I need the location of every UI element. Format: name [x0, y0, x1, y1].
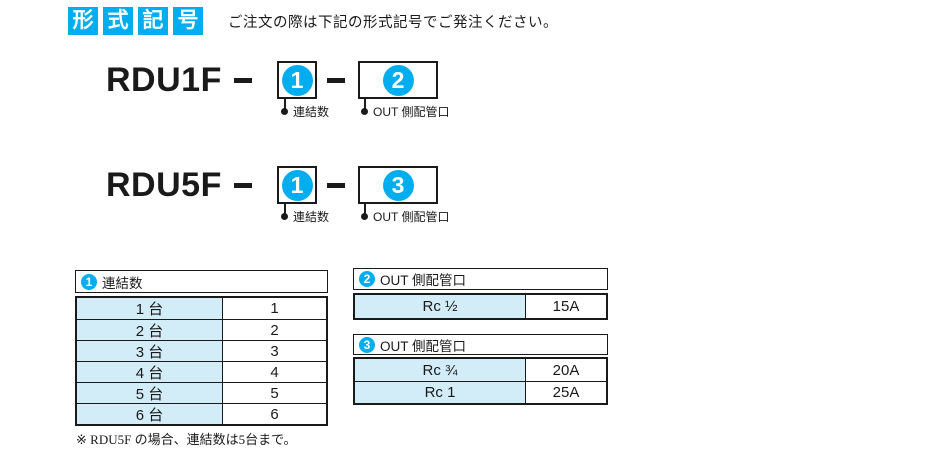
table-number-badge: 2 [359, 271, 375, 287]
table-number-badge: 1 [81, 273, 97, 290]
code-slot-box: 1 [277, 61, 317, 99]
slot-number-badge: 1 [281, 64, 313, 96]
connector-line [364, 99, 366, 109]
badge-char: 記 [138, 7, 168, 35]
size-cell: 25A [552, 384, 580, 401]
table-row: 3 台 3 [77, 340, 326, 361]
table-row: 2 台 2 [77, 319, 326, 340]
model-diagram-rdu5f: RDU5F 1 3 連結数 OUT 側配管口 [0, 164, 930, 236]
dash-separator [234, 78, 252, 83]
size-cell: 15A [552, 298, 580, 315]
badge-char: 形 [68, 7, 98, 35]
table-header-out3: 3 OUT 側配管口 [353, 334, 608, 355]
unit-cell: 6 台 [77, 404, 223, 424]
unit-cell: 1 台 [77, 298, 223, 319]
table-out3: Rc ¾ 20A Rc 1 25A [353, 357, 608, 405]
thread-cell: Rc ½ [355, 295, 526, 318]
table-row: Rc ¾ 20A [355, 359, 606, 381]
unit-cell: 2 台 [77, 320, 223, 340]
table-number-badge: 3 [359, 336, 375, 353]
table-title: OUT 側配管口 [380, 338, 467, 354]
badge-char: 式 [103, 7, 133, 35]
bullet-dot-icon [281, 213, 288, 220]
code-cell: 5 [270, 384, 279, 402]
table-out2: Rc ½ 15A [353, 293, 608, 320]
dash-separator [234, 183, 252, 188]
code-cell: 6 [270, 405, 279, 423]
model-code: RDU1F [106, 61, 222, 99]
connector-line [284, 99, 286, 109]
slot-number-badge: 3 [382, 169, 414, 201]
thread-cell: Rc 1 [355, 382, 526, 403]
connector-line [364, 204, 366, 214]
badge-char: 号 [173, 7, 203, 35]
code-slot-box: 2 [358, 61, 438, 99]
code-cell: 2 [270, 321, 279, 339]
code-cell: 3 [270, 342, 279, 360]
slot-label: OUT 側配管口 [373, 105, 450, 119]
code-slot-box: 1 [277, 166, 317, 204]
code-cell: 1 [270, 300, 279, 317]
table-row: Rc ½ 15A [355, 295, 606, 318]
size-cell: 20A [552, 361, 580, 379]
table-header-out2: 2 OUT 側配管口 [353, 268, 608, 290]
code-cell: 4 [270, 363, 279, 381]
bullet-dot-icon [361, 108, 368, 115]
slot-label: 連結数 [293, 105, 330, 119]
footnote: ※ RDU5F の場合、連結数は5台まで。 [76, 432, 297, 447]
table-header-renketsu: 1 連結数 [75, 270, 328, 293]
table-row: 1 台 1 [77, 298, 326, 319]
table-renketsu: 1 台 1 2 台 2 3 台 3 4 台 4 5 台 5 6 台 6 [75, 296, 328, 426]
table-row: Rc 1 25A [355, 381, 606, 403]
table-title: 連結数 [102, 275, 143, 291]
bullet-dot-icon [281, 108, 288, 115]
table-row: 4 台 4 [77, 361, 326, 382]
table-row: 5 台 5 [77, 382, 326, 403]
model-code: RDU5F [106, 166, 222, 204]
model-diagram-rdu1f: RDU1F 1 2 連結数 OUT 側配管口 [0, 59, 930, 131]
slot-label: OUT 側配管口 [373, 210, 450, 224]
dash-separator [327, 183, 345, 188]
slot-label: 連結数 [293, 210, 330, 224]
bullet-dot-icon [361, 213, 368, 220]
unit-cell: 4 台 [77, 362, 223, 382]
code-slot-box: 3 [358, 166, 438, 204]
table-row: 6 台 6 [77, 403, 326, 424]
section-title-badge: 形 式 記 号 [68, 7, 203, 35]
unit-cell: 3 台 [77, 341, 223, 361]
slot-number-badge: 1 [281, 169, 313, 201]
dash-separator [327, 78, 345, 83]
slot-number-badge: 2 [382, 64, 414, 96]
connector-line [284, 204, 286, 214]
intro-text: ご注文の際は下記の形式記号でご発注ください。 [228, 15, 558, 31]
unit-cell: 5 台 [77, 383, 223, 403]
table-title: OUT 側配管口 [380, 273, 467, 288]
thread-cell: Rc ¾ [355, 359, 526, 381]
